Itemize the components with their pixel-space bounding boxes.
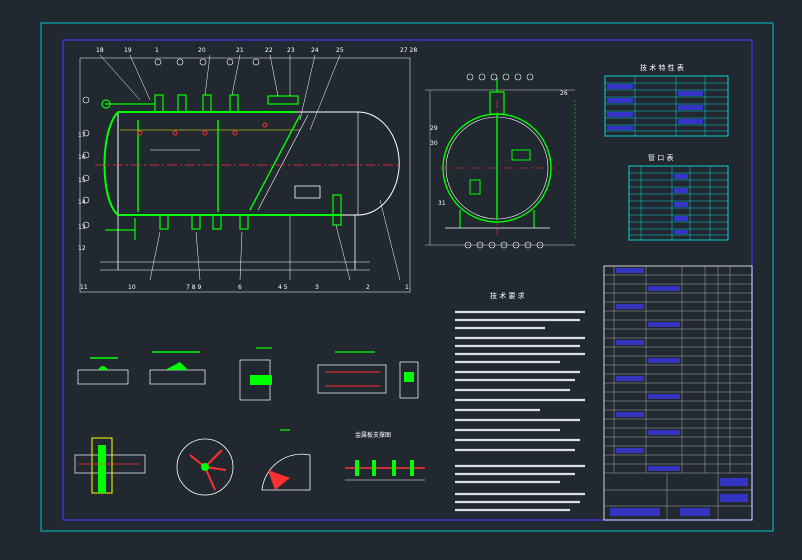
bottom-nozzles: [105, 194, 342, 240]
notes-title: 技 术 要 求: [490, 291, 525, 300]
part-label-top: 21: [236, 47, 244, 54]
end-view-label: 29: [430, 125, 438, 132]
part-label-top: 25: [336, 47, 344, 54]
vessel-end-view: 27 28 29 30 26 31: [400, 47, 576, 249]
part-label-left: 14: [78, 199, 86, 206]
left-head-lining: [103, 111, 119, 216]
part-label-top: 20: [198, 47, 206, 54]
technical-notes: 技 术 要 求: [455, 291, 585, 512]
detail-title: 金属板支撑图: [355, 431, 391, 439]
nozzle-table: 管 口 表: [628, 153, 729, 241]
tech-spec-title: 技 术 特 性 表: [640, 63, 684, 72]
part-label-left: 17: [78, 132, 86, 139]
part-label-bottom: 1: [405, 284, 409, 291]
tech-spec-table: 技 术 特 性 表: [604, 63, 729, 137]
part-label-bottom: 2: [366, 284, 370, 291]
part-label-left: 15: [78, 177, 86, 184]
part-label-left: 16: [78, 154, 86, 161]
end-view-label: 31: [438, 200, 446, 207]
elevation-dimension-frame: [79, 57, 411, 293]
part-label-bottom: 4 5: [278, 284, 288, 291]
top-nozzles: [101, 94, 299, 113]
part-label-top: 24: [311, 47, 319, 54]
part-label-left: 12: [78, 245, 86, 252]
part-label-top: 18: [96, 47, 104, 54]
part-label-bottom: 3: [315, 284, 319, 291]
part-label-bottom: 10: [128, 284, 136, 291]
vessel-elevation: 18 19 1 20 21 22 23 24 25 17 16 15 14 13…: [78, 47, 411, 293]
part-label-top: 23: [287, 47, 295, 54]
end-view-label: 27 28: [400, 47, 417, 54]
end-view-label: 30: [430, 140, 438, 147]
part-label-left: 13: [78, 224, 86, 231]
end-view-label: 26: [560, 90, 568, 97]
part-label-bottom: 7 8 9: [186, 284, 201, 291]
part-label-top: 22: [265, 47, 273, 54]
nozzle-table-title: 管 口 表: [648, 153, 673, 162]
part-label-bottom: 11: [80, 284, 88, 291]
part-label-top: 19: [124, 47, 132, 54]
detail-views: 金属板支撑图: [74, 347, 425, 496]
outer-frame: [40, 22, 774, 532]
parts-list: [603, 265, 753, 521]
part-label-bottom: 6: [238, 284, 242, 291]
shell-outline: [118, 111, 400, 216]
internal-pipe: [249, 114, 301, 211]
part-label-top: 1: [155, 47, 159, 54]
